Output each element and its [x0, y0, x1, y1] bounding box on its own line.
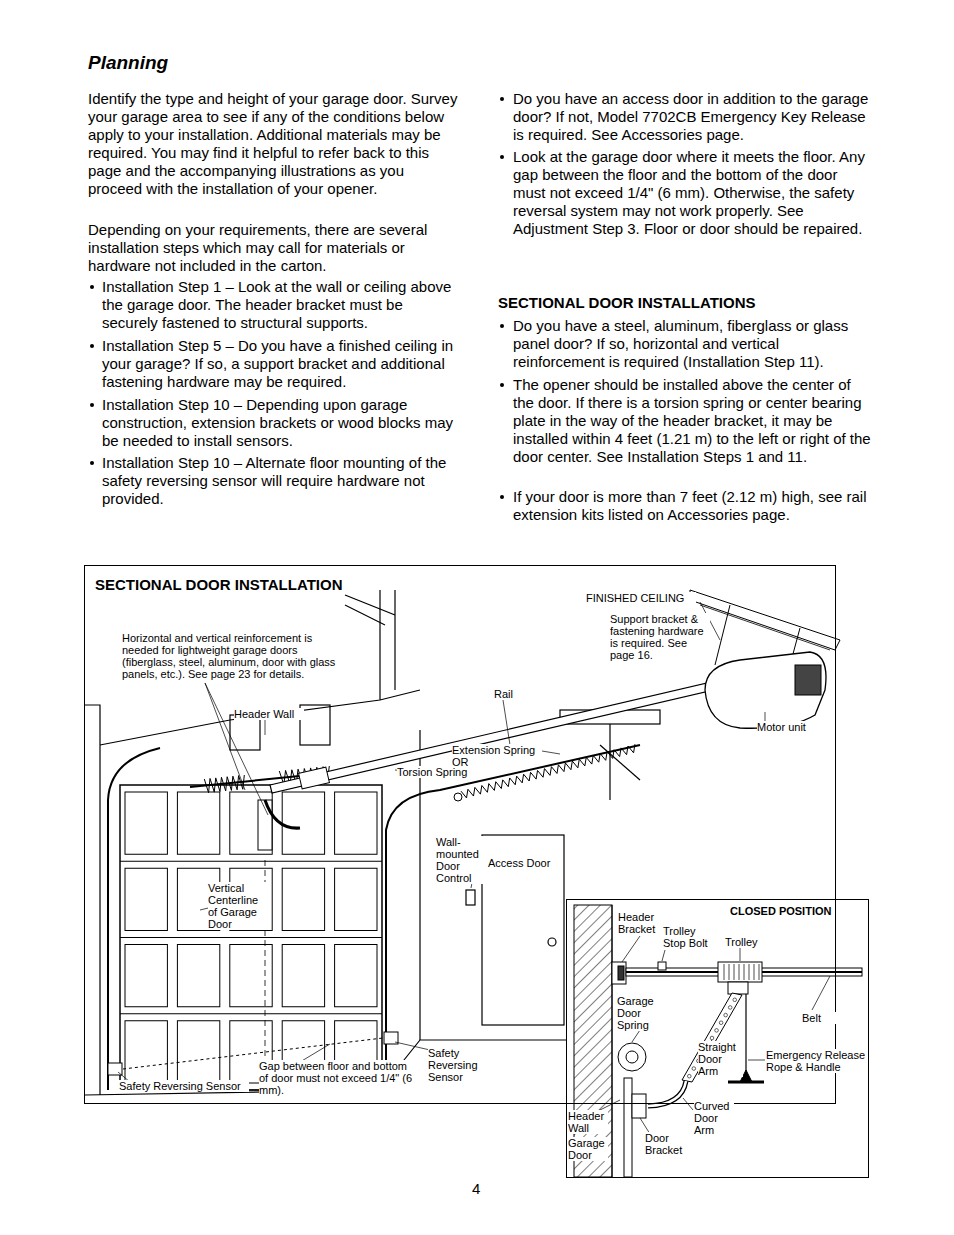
bullet-item: Installation Step 1 – Look at the wall o…: [102, 278, 458, 332]
bullet-item: The opener should be installed above the…: [513, 376, 871, 466]
panel-joint: [120, 1013, 382, 1014]
bullet-item: Do you have a steel, aluminum, fiberglas…: [513, 317, 871, 371]
door-panel: [125, 945, 167, 1007]
garage-structure: [85, 590, 830, 1095]
callout-label: Wall-mounted Door Control: [436, 836, 486, 884]
callout-label: Horizontal and vertical reinforcement is…: [122, 632, 342, 680]
trolley-rib: [744, 964, 745, 980]
callout-label: Vertical Centerline of Garage Door: [208, 882, 268, 930]
bullet-item: Look at the garage door where it meets t…: [513, 148, 871, 238]
callout-label: Door Bracket: [645, 1132, 690, 1156]
bullet-item: Installation Step 5 – Do you have a fini…: [102, 337, 458, 391]
callout-label: Support bracket & fastening hardware is …: [610, 613, 710, 661]
door-panel: [125, 792, 167, 854]
arm-hole: [733, 998, 737, 1002]
callout-label: Garage Door Spring: [617, 995, 662, 1031]
page-number: 4: [472, 1180, 492, 1198]
trolley-rib: [749, 964, 750, 980]
door-panel: [335, 792, 377, 854]
door-panel: [125, 1021, 167, 1083]
page-title: Planning: [88, 52, 168, 74]
rail-and-motor: [265, 590, 840, 828]
door-panel: [125, 868, 167, 930]
callout-label: FINISHED CEILING: [586, 592, 696, 604]
panel-joint: [120, 861, 382, 862]
callout-label: Trolley Stop Bolt: [663, 925, 718, 949]
trolley-rib: [739, 964, 740, 980]
bullet-item: If your door is more than 7 feet (2.12 m…: [513, 488, 871, 524]
callout-label: Extension Spring: [452, 744, 542, 756]
garage-door: [108, 745, 640, 1090]
callout-label: Gap between floor and bottom of door mus…: [259, 1060, 419, 1096]
bullet-item: Do you have an access door in addition t…: [513, 90, 871, 144]
callout-label: Belt: [802, 1012, 837, 1024]
arm-hole: [710, 1036, 714, 1040]
trolley-rib: [734, 964, 735, 980]
callout-label: Header Bracket: [618, 911, 663, 935]
callout-label: Curved Door Arm: [694, 1100, 734, 1136]
trolley-rib: [729, 964, 730, 980]
frame-heading: SECTIONAL DOOR INSTALLATION: [95, 576, 343, 593]
callout-label: Trolley: [725, 936, 765, 948]
door-panel: [177, 1021, 219, 1083]
callout-label: Emergency Release Rope & Handle: [766, 1049, 866, 1073]
door-panel: [282, 945, 324, 1007]
inset-drawing: [574, 905, 862, 1177]
arm-hole: [687, 1074, 691, 1078]
callout-label: Rail: [494, 688, 524, 700]
door-panel: [230, 945, 272, 1007]
spring-coil: [204, 775, 244, 793]
panel-joint: [120, 937, 382, 938]
callout-label: Header Wall: [568, 1110, 608, 1134]
frame-heading: CLOSED POSITION: [730, 905, 831, 917]
bullet-item: Installation Step 10 – Alternate floor m…: [102, 454, 458, 508]
callout-label: Straight Door Arm: [698, 1041, 743, 1077]
body-paragraph: Identify the type and height of your gar…: [88, 90, 458, 198]
callout-label: Access Door: [488, 857, 558, 869]
door-panel: [335, 868, 377, 930]
door-panel: [177, 792, 219, 854]
arm-hole: [719, 1021, 723, 1025]
bullet-item: Installation Step 10 – Depending upon ga…: [102, 396, 458, 450]
callout-label: Safety Reversing Sensor: [119, 1080, 249, 1092]
trolley-rib: [754, 964, 755, 980]
callout-label: Motor unit: [757, 721, 827, 733]
callout-label: Header Wall: [234, 708, 304, 720]
trolley-rib: [724, 964, 725, 980]
callout-label: Torsion Spring: [397, 766, 477, 778]
callout-label: Safety Reversing Sensor: [428, 1047, 488, 1083]
door-panel: [177, 945, 219, 1007]
door-panel: [282, 868, 324, 930]
arm-hole: [724, 1013, 728, 1017]
body-paragraph: Depending on your requirements, there ar…: [88, 221, 458, 275]
section-heading: SECTIONAL DOOR INSTALLATIONS: [498, 294, 868, 312]
callout-label: Garage Door: [568, 1137, 608, 1161]
trolley-rib: [759, 964, 760, 980]
door-panel: [335, 945, 377, 1007]
arm-hole: [692, 1067, 696, 1071]
arm-hole: [715, 1029, 719, 1033]
door-panel: [282, 792, 324, 854]
arm-hole: [728, 1006, 732, 1010]
